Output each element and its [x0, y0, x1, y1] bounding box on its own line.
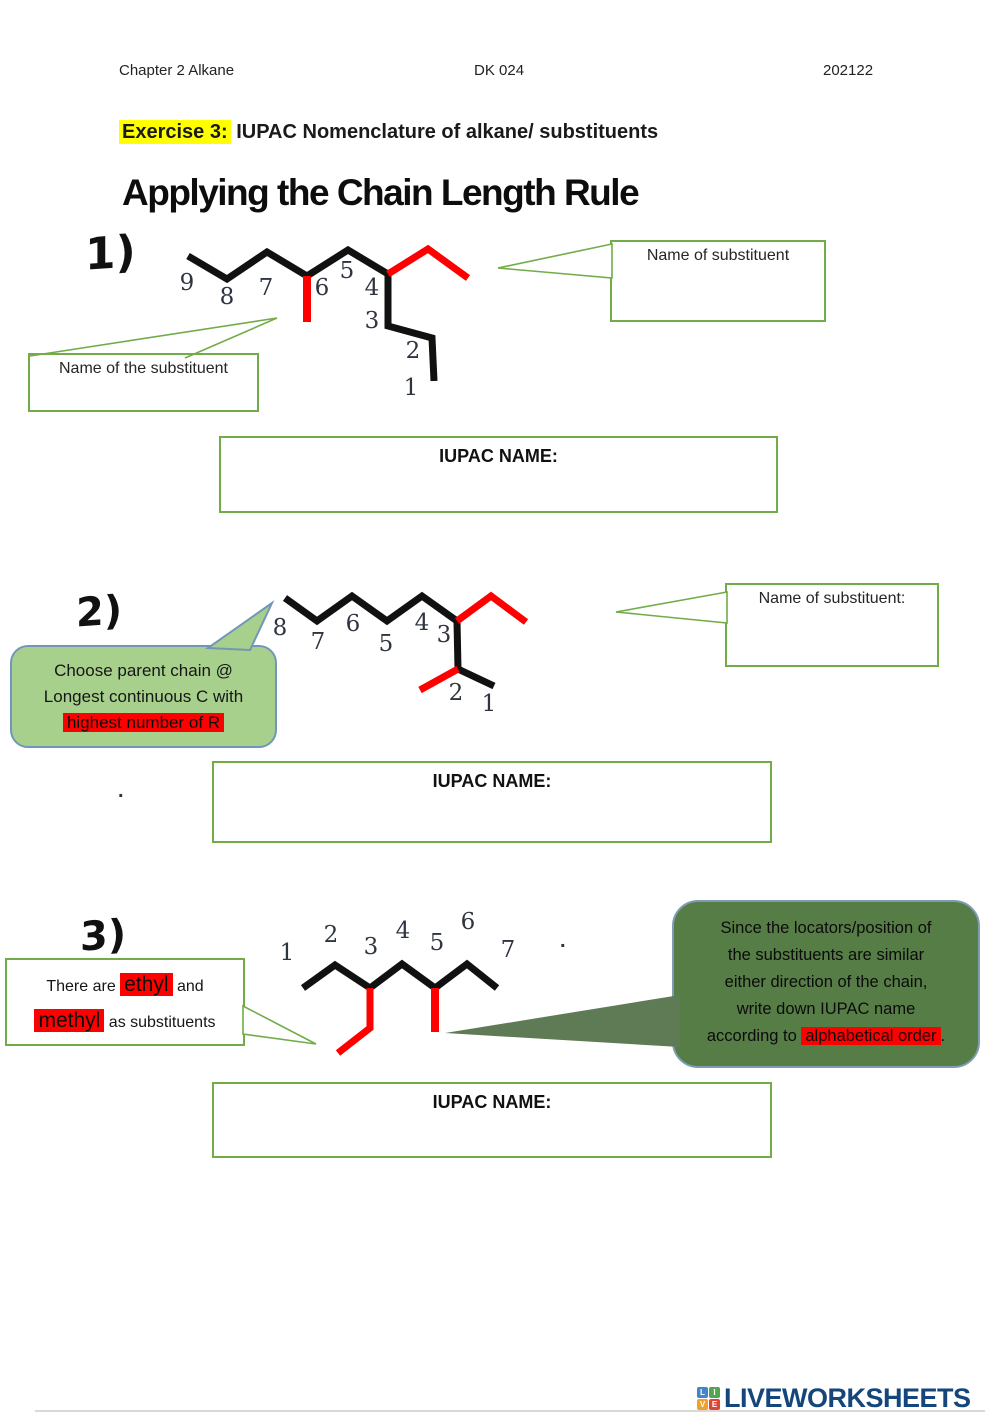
carbon-number: 2: [323, 922, 339, 948]
carbon-number: 1: [481, 691, 497, 717]
note-pointer-3: [242, 1004, 317, 1045]
note-text: and: [172, 978, 204, 995]
carbon-number: 3: [363, 934, 379, 960]
callout-pointer-right-1: [497, 243, 613, 279]
stray-dot: .: [560, 930, 566, 952]
callout-text: Name of the substituent: [59, 360, 228, 377]
callout-text: Name of substituent: [646, 247, 790, 264]
hint-highlighted-text: alphabetical order: [801, 1027, 941, 1045]
iupac-name-label: IUPAC NAME:: [432, 771, 552, 791]
exercise-number-highlight: Exercise 3:: [119, 120, 231, 144]
iupac-name-label: IUPAC NAME:: [439, 446, 558, 466]
note-highlight-methyl: methyl: [34, 1009, 105, 1032]
callout-name-of-substituent-right-2: Name of substituent:: [725, 583, 939, 667]
note-highlight-ethyl: ethyl: [120, 973, 173, 996]
carbon-number: 1: [403, 375, 419, 401]
problem-2-label: 2): [76, 587, 123, 637]
hint-line: Longest continuous C with: [43, 687, 244, 706]
header-course-code: DK 024: [474, 62, 525, 79]
hint-bubble-parent-chain: Choose parent chain @ Longest continuous…: [10, 645, 277, 748]
note-text: There are: [46, 978, 121, 995]
carbon-number: 9: [179, 270, 195, 296]
liveworksheets-logo-icon: L I V E: [697, 1387, 720, 1410]
carbon-number: 4: [395, 918, 411, 944]
callout-text: Name of substituent:: [758, 590, 906, 607]
carbon-number: 6: [345, 611, 361, 637]
molecule-structure-3: [300, 959, 500, 1056]
logo-letter: V: [697, 1399, 708, 1410]
note-text: as substituents: [104, 1014, 216, 1031]
logo-letter: E: [709, 1399, 720, 1410]
ethyl-substituent-bond: [335, 988, 374, 1056]
exercise-heading-text: IUPAC Nomenclature of alkane/ substituen…: [230, 121, 659, 143]
iupac-answer-field-2[interactable]: IUPAC NAME:: [212, 761, 772, 843]
carbon-number: 8: [219, 284, 235, 310]
page-title: Applying the Chain Length Rule: [122, 172, 640, 213]
carbon-number: 6: [460, 909, 476, 935]
problem-3-label: 3): [80, 911, 127, 961]
hint-bubble-alphabetical-order: Since the locators/position of the subst…: [672, 900, 980, 1068]
carbon-number: 8: [272, 615, 288, 641]
hint-line: the substituents are similar: [727, 946, 925, 964]
hint-line: Choose parent chain @: [54, 661, 233, 680]
carbon-number: 4: [414, 610, 430, 636]
stray-dot: .: [118, 780, 124, 802]
callout-pointer-right-2: [615, 591, 728, 624]
carbon-number: 2: [448, 680, 464, 706]
hint-line: Since the locators/position of: [720, 919, 932, 937]
logo-letter: L: [697, 1387, 708, 1398]
iupac-answer-field-3[interactable]: IUPAC NAME:: [212, 1082, 772, 1158]
liveworksheets-logo[interactable]: L I V E LIVEWORKSHEETS: [697, 1383, 971, 1413]
bubble-tail-3: [445, 995, 680, 1047]
carbon-number: 3: [364, 308, 380, 334]
iupac-answer-field-1[interactable]: IUPAC NAME:: [219, 436, 778, 513]
carbon-number: 7: [500, 937, 516, 963]
hint-highlighted-text: highest number of R: [62, 713, 225, 732]
callout-pointer-left-1: [29, 317, 278, 359]
hint-line: .: [940, 1027, 946, 1045]
carbon-number: 5: [429, 930, 445, 956]
carbon-number: 5: [378, 631, 394, 657]
liveworksheets-wordmark: LIVEWORKSHEETS: [724, 1383, 971, 1413]
carbon-number: 6: [314, 275, 330, 301]
bubble-tail-2: [205, 600, 275, 652]
hint-line: write down IUPAC name: [736, 1000, 916, 1018]
header-chapter: Chapter 2 Alkane: [119, 62, 235, 79]
hint-line: according to: [706, 1027, 802, 1045]
carbon-number: 5: [339, 258, 355, 284]
page-bottom-edge: [35, 1410, 985, 1412]
problem-1-label: 1): [85, 226, 136, 281]
carbon-number: 4: [364, 275, 380, 301]
callout-name-of-substituent-left-1: Name of the substituent: [28, 353, 259, 412]
hint-line: either direction of the chain,: [724, 973, 928, 991]
header-year: 202122: [823, 62, 874, 79]
logo-letter: I: [709, 1387, 720, 1398]
carbon-number: 7: [258, 275, 274, 301]
carbon-number: 7: [310, 629, 326, 655]
callout-name-of-substituent-right-1: Name of substituent: [610, 240, 826, 322]
ethyl-substituent-bond: [454, 591, 529, 625]
ethyl-substituent-bond: [386, 244, 471, 281]
carbon-number: 1: [279, 940, 295, 966]
exercise-heading: Exercise 3: IUPAC Nomenclature of alkane…: [119, 120, 659, 144]
iupac-name-label: IUPAC NAME:: [432, 1092, 552, 1112]
carbon-number: 2: [405, 338, 421, 364]
carbon-number: 3: [436, 622, 452, 648]
note-substituents-box: There are ethyl and methyl as substituen…: [5, 958, 245, 1046]
